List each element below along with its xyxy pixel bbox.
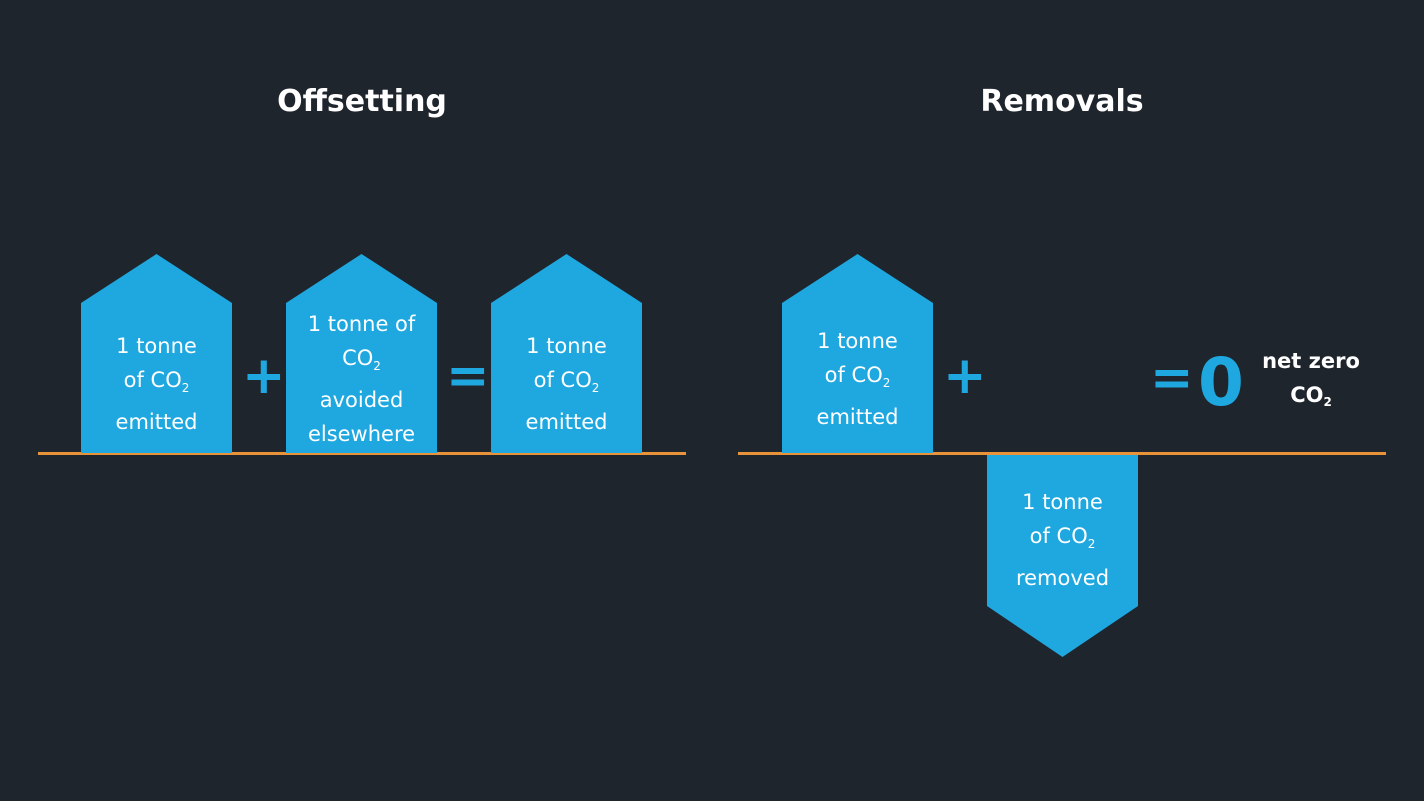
removals-baseline bbox=[738, 452, 1386, 455]
removals-plus-sign: + bbox=[943, 346, 987, 406]
removals-removed-block: 1 tonne of CO2 removed bbox=[987, 455, 1138, 657]
offsetting-result-block: 1 tonne of CO2 emitted bbox=[491, 254, 642, 453]
offsetting-equals-sign: = bbox=[446, 346, 490, 406]
up-arrow-shape bbox=[782, 254, 933, 453]
offsetting-avoided-label: 1 tonne of CO2 avoided elsewhere bbox=[307, 312, 416, 446]
removals-emitted-label: 1 tonne of CO2 emitted bbox=[816, 329, 899, 429]
up-arrow-shape bbox=[491, 254, 642, 453]
up-arrow-shape bbox=[81, 254, 232, 453]
removals-equals-sign: = bbox=[1150, 348, 1194, 408]
offsetting-emitted-block: 1 tonne of CO2 emitted bbox=[81, 254, 232, 453]
net-zero-label: net zero CO2 bbox=[1262, 349, 1360, 409]
offsetting-title: Offsetting bbox=[277, 84, 447, 119]
removals-removed-label: 1 tonne of CO2 removed bbox=[1015, 490, 1110, 590]
result-zero-value: 0 bbox=[1198, 344, 1244, 421]
down-arrow-shape bbox=[987, 455, 1138, 657]
up-arrow-shape bbox=[286, 254, 437, 453]
offsetting-emitted-label: 1 tonne of CO2 emitted bbox=[115, 334, 198, 434]
removals-title: Removals bbox=[980, 84, 1144, 119]
offsetting-result-label: 1 tonne of CO2 emitted bbox=[525, 334, 608, 434]
offsetting-plus-sign: + bbox=[242, 346, 286, 406]
removals-emitted-block: 1 tonne of CO2 emitted bbox=[782, 254, 933, 453]
offsetting-avoided-block: 1 tonne of CO2 avoided elsewhere bbox=[286, 254, 437, 453]
offsetting-baseline bbox=[38, 452, 686, 455]
